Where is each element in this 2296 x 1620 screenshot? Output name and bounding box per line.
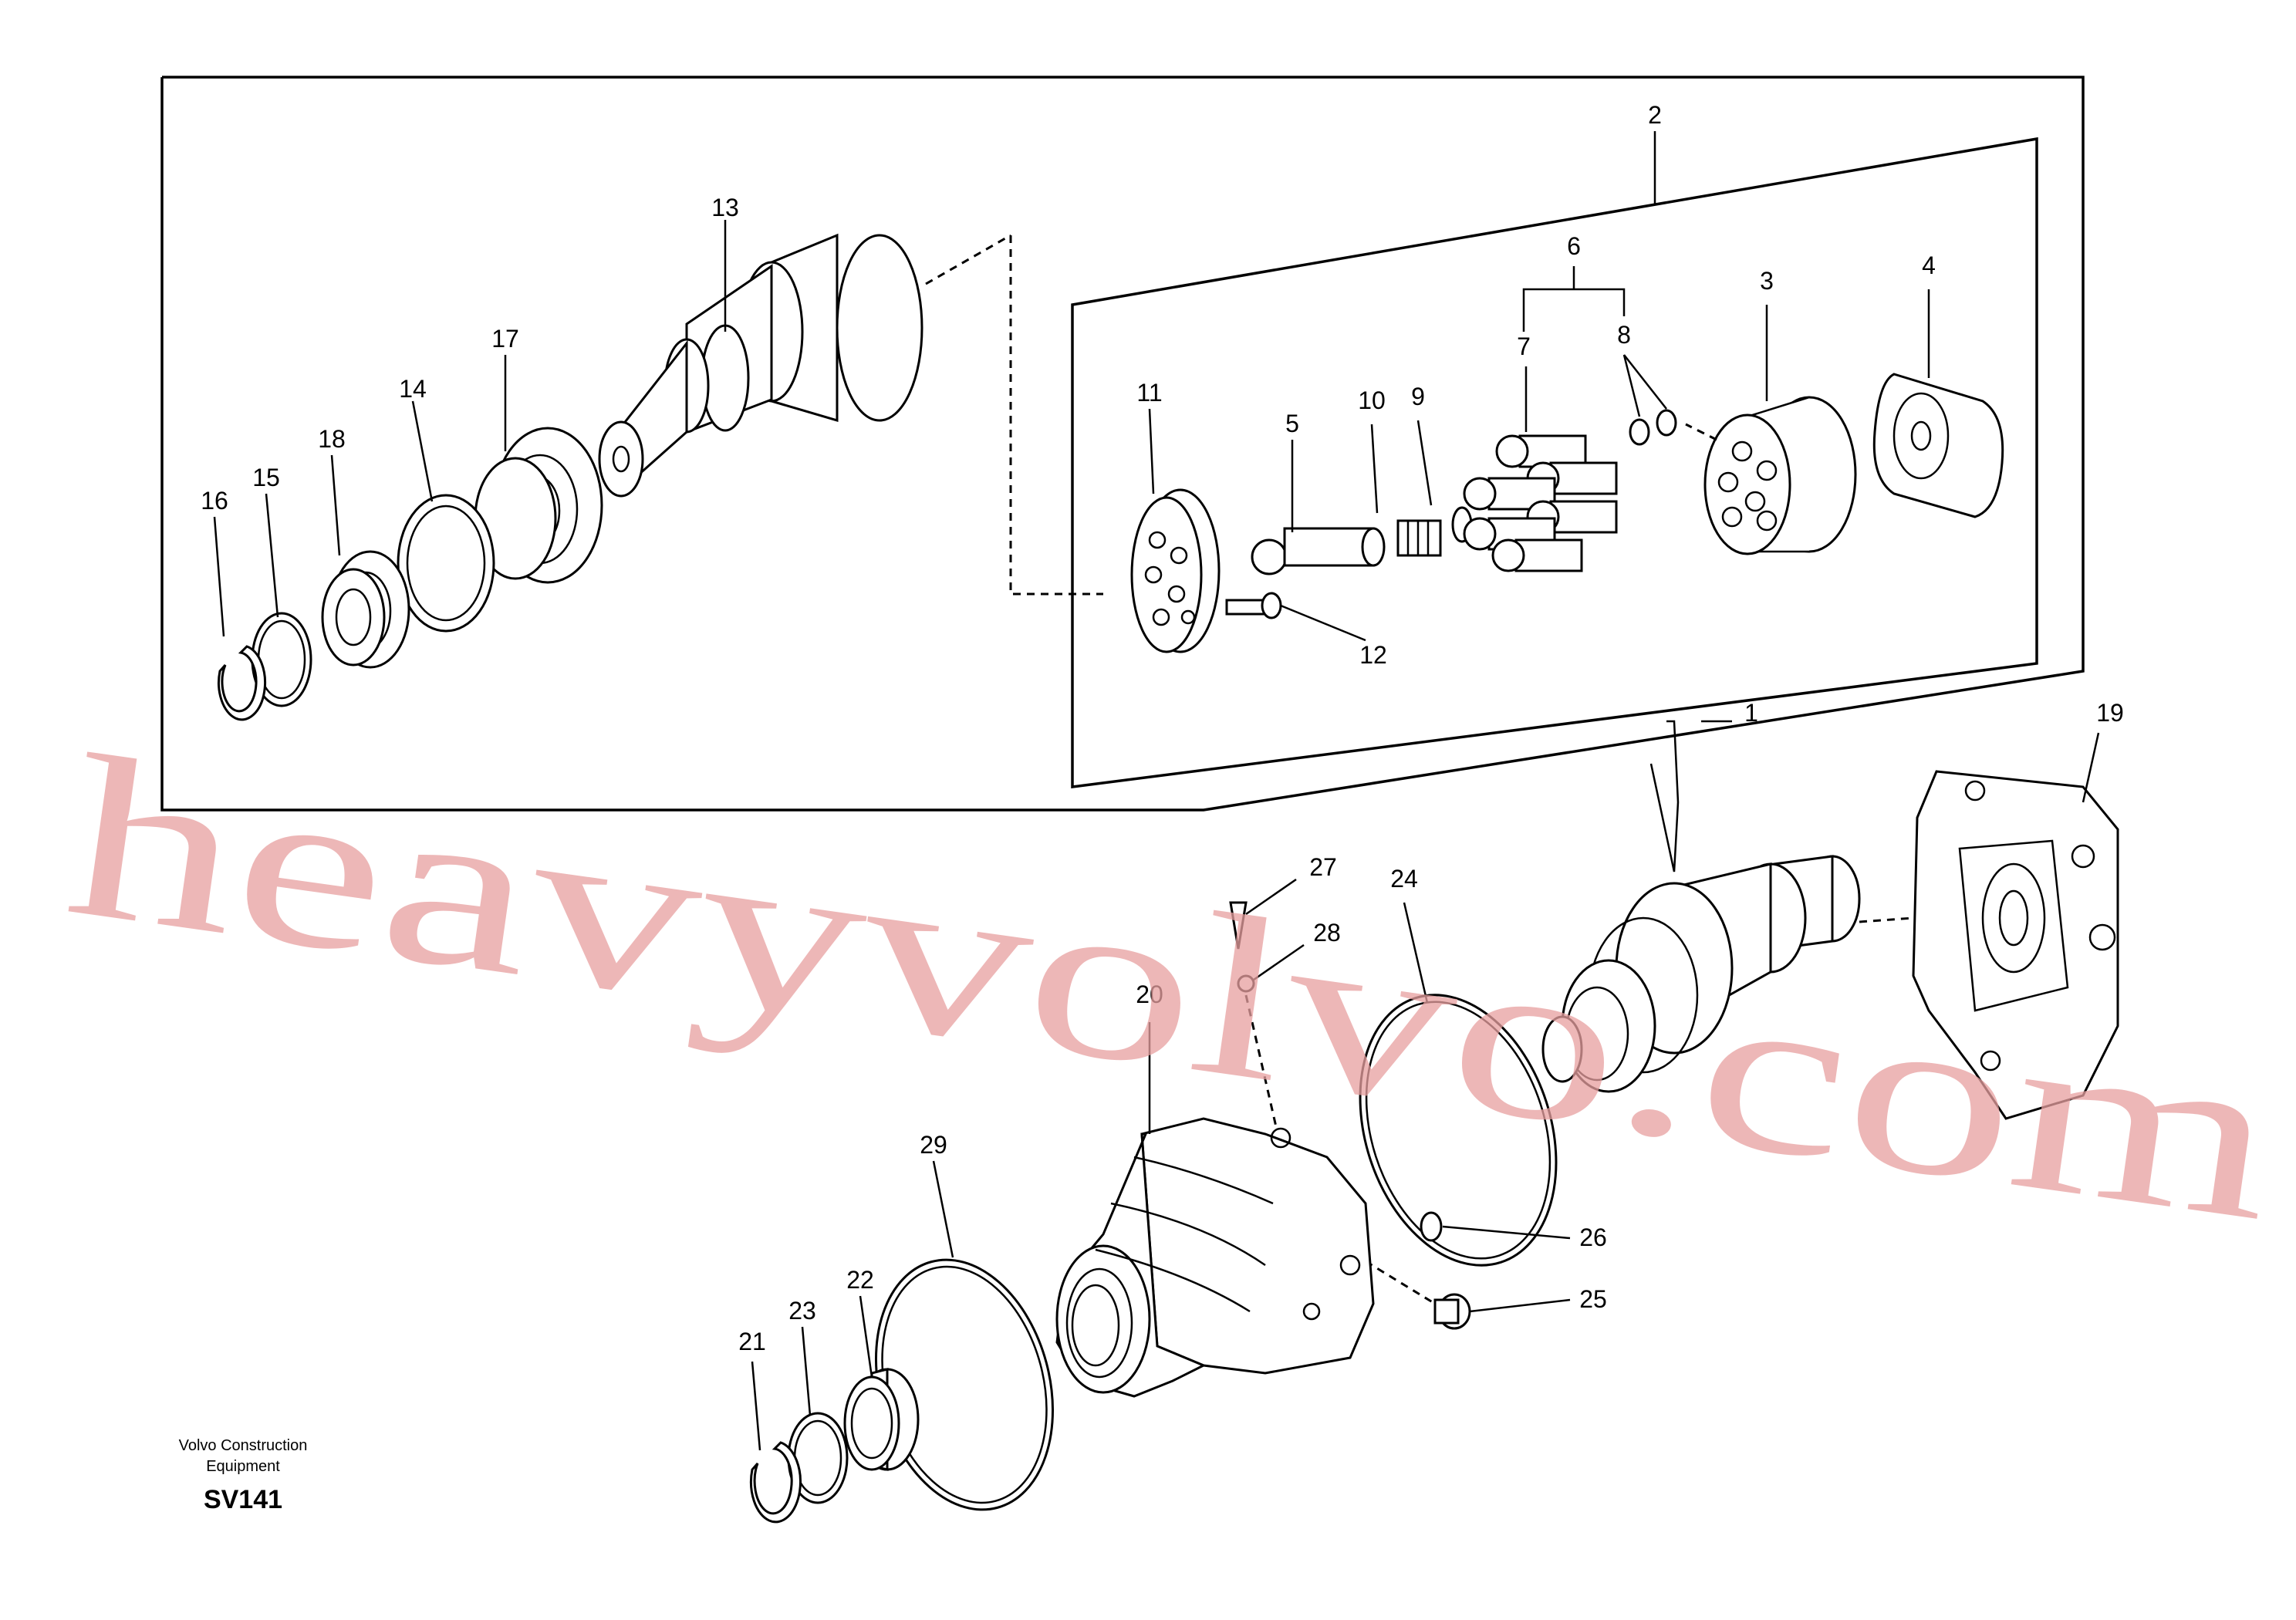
callout-11: 11 — [1136, 379, 1162, 407]
company-line-2: Equipment — [206, 1458, 280, 1475]
bearing-17 — [474, 427, 603, 584]
callout-24: 24 — [1390, 865, 1418, 893]
ring-14 — [397, 494, 495, 633]
piston-group — [1463, 434, 1618, 572]
callout-29: 29 — [920, 1131, 947, 1159]
valve-plate — [1872, 373, 2004, 518]
port-housing — [1912, 770, 2119, 1120]
cylinder-block — [1703, 396, 1857, 555]
callout-8: 8 — [1617, 321, 1631, 349]
motor-housing — [1055, 1117, 1375, 1398]
callout-14: 14 — [399, 375, 427, 403]
callout-12: 12 — [1359, 641, 1387, 669]
circlip-16 — [218, 645, 267, 721]
center-pin — [1251, 527, 1386, 575]
callout-7: 7 — [1517, 332, 1531, 360]
callout-1: 1 — [1744, 699, 1758, 727]
bushing-22 — [843, 1368, 920, 1471]
circlip-21 — [749, 1441, 802, 1524]
callout-2: 2 — [1648, 101, 1662, 129]
motor-unit — [1541, 855, 1861, 1093]
callout-25: 25 — [1579, 1285, 1607, 1313]
callout-6: 6 — [1567, 232, 1581, 260]
callout-19: 19 — [2096, 699, 2124, 727]
o-ring-24 — [1359, 994, 1558, 1267]
drive-shaft — [598, 233, 1103, 596]
callout-10: 10 — [1358, 386, 1386, 414]
callout-13: 13 — [711, 194, 739, 221]
callout-23: 23 — [788, 1297, 816, 1325]
callout-27: 27 — [1309, 853, 1337, 881]
callout-17: 17 — [491, 325, 519, 353]
callout-20: 20 — [1136, 980, 1163, 1008]
retainer-plate — [1130, 488, 1221, 653]
callout-22: 22 — [846, 1266, 874, 1294]
pin-27 — [1229, 901, 1248, 950]
callout-18: 18 — [318, 425, 346, 453]
callout-21: 21 — [738, 1328, 766, 1355]
plug-25 — [1433, 1293, 1471, 1330]
ring-8b — [1656, 409, 1677, 437]
detail-frame — [160, 76, 2085, 812]
spring-10 — [1396, 519, 1442, 557]
callout-26: 26 — [1579, 1223, 1607, 1251]
diagram-code: SV141 — [204, 1485, 282, 1514]
callout-3: 3 — [1760, 267, 1774, 295]
ball-28 — [1237, 974, 1255, 993]
callout-28: 28 — [1313, 919, 1341, 947]
company-line-1: Volvo Construction — [179, 1437, 308, 1454]
screw-12 — [1225, 592, 1366, 642]
callout-15: 15 — [252, 464, 280, 491]
callout-5: 5 — [1285, 410, 1299, 437]
subassembly-frame — [1071, 137, 2038, 788]
callout-16: 16 — [201, 487, 228, 515]
callout-9: 9 — [1411, 383, 1425, 410]
callout-4: 4 — [1922, 251, 1936, 279]
bearing-18 — [321, 550, 410, 669]
ring-8a — [1629, 418, 1650, 446]
seal-26 — [1420, 1211, 1443, 1242]
